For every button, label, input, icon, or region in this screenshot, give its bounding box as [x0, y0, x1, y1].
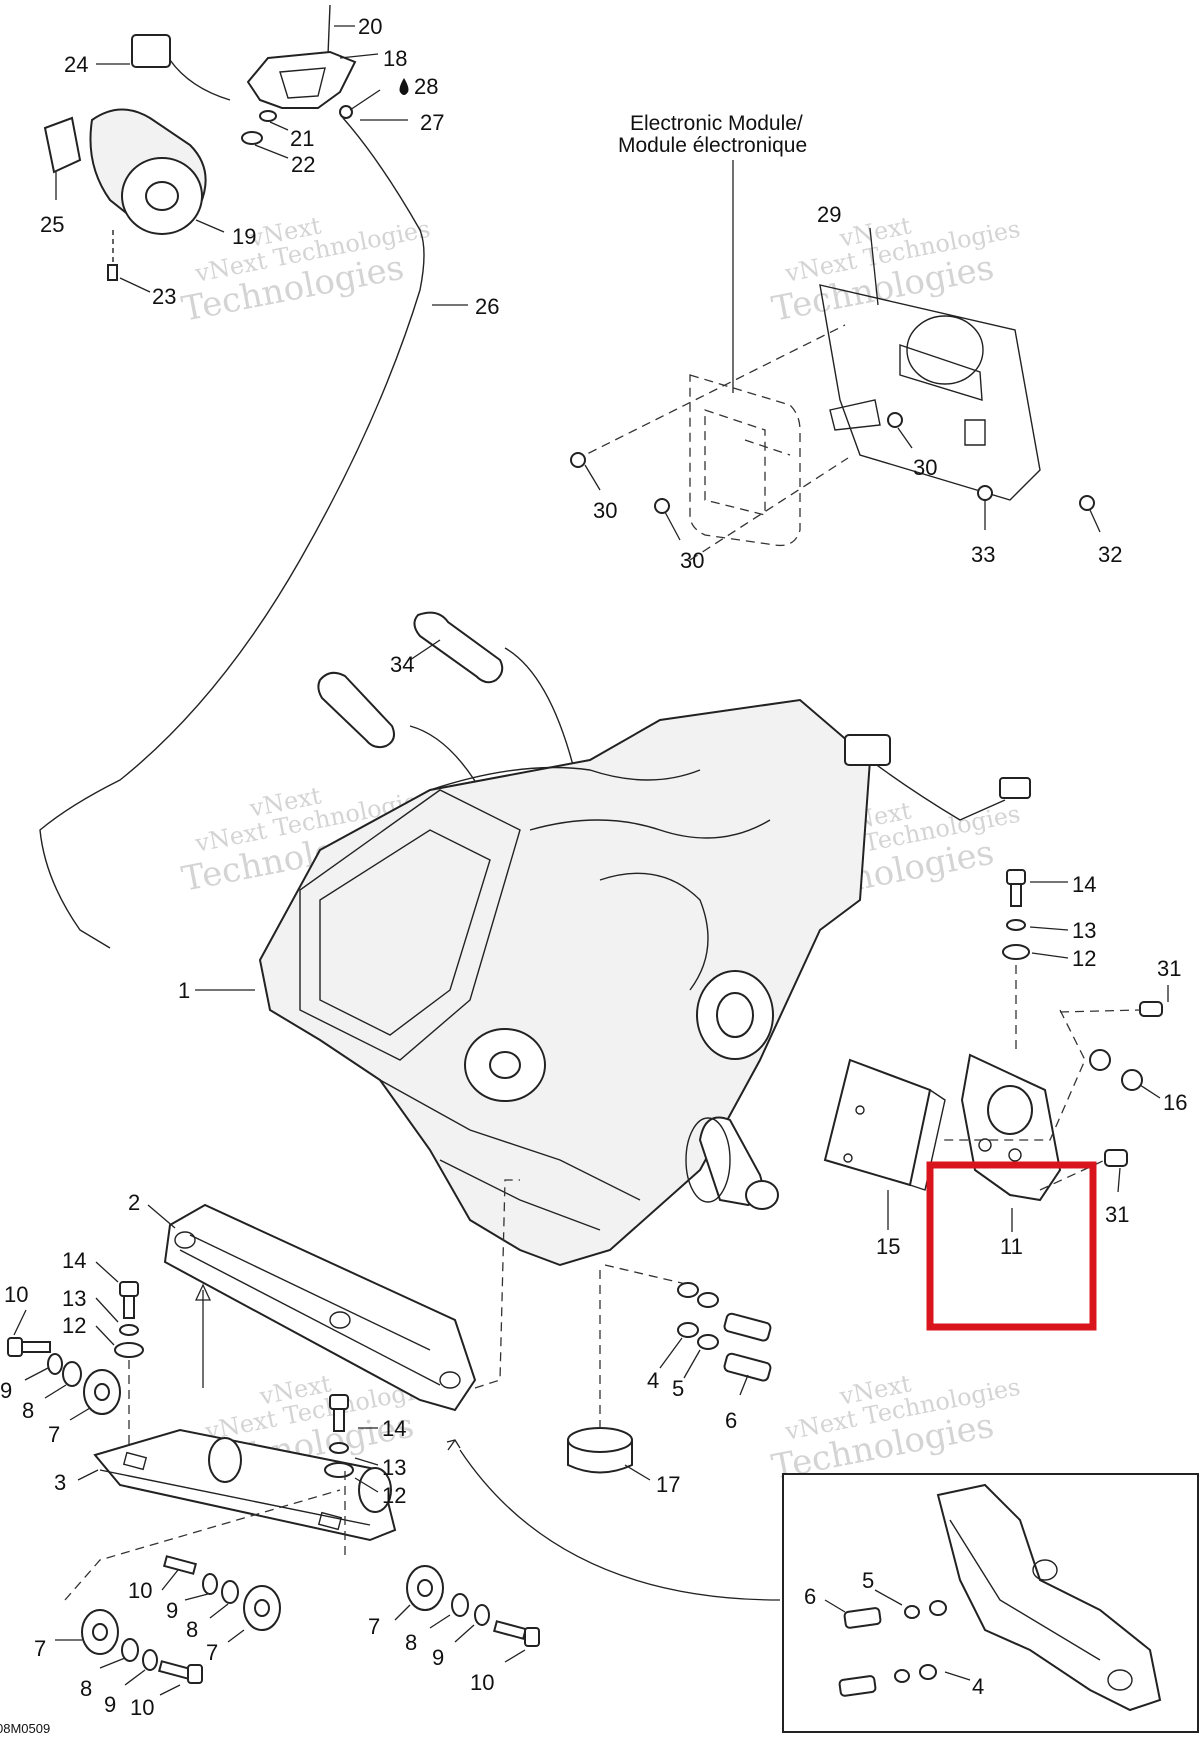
- callout-c10b: 10: [128, 1578, 152, 1603]
- leader-lines: [13, 25, 1169, 1696]
- callout-c8c: 8: [405, 1630, 417, 1655]
- callout-c15: 15: [876, 1234, 900, 1259]
- electronic-module-group: Electronic Module/ Module électronique: [570, 112, 1095, 561]
- callout-c5b: 5: [862, 1568, 874, 1593]
- callout-c8a: 8: [22, 1398, 34, 1423]
- callout-c13b: 13: [62, 1286, 86, 1311]
- callout-c7d: 7: [368, 1614, 380, 1639]
- callout-c12c: 12: [382, 1483, 406, 1508]
- callout-c21: 21: [290, 126, 314, 151]
- callout-c24: 24: [64, 52, 88, 77]
- callout-c28: 28: [414, 74, 438, 99]
- callout-c8d: 8: [80, 1676, 92, 1701]
- callout-c1: 1: [178, 978, 190, 1003]
- module-title-line1: Electronic Module/: [630, 112, 803, 135]
- callout-c12b: 12: [62, 1313, 86, 1338]
- callout-c19: 19: [232, 224, 256, 249]
- callout-c5a: 5: [672, 1376, 684, 1401]
- callout-c32: 32: [1098, 542, 1122, 567]
- oil-drop-icon: [399, 78, 409, 95]
- callout-c13c: 13: [382, 1455, 406, 1480]
- callout-c9d: 9: [104, 1692, 116, 1717]
- callout-c9c: 9: [432, 1645, 444, 1670]
- callout-c10a: 10: [4, 1282, 28, 1307]
- callout-c30b: 30: [913, 455, 937, 480]
- throttle-sensor-group: [39, 4, 425, 949]
- callout-c11: 11: [1000, 1234, 1023, 1259]
- callout-c10d: 10: [130, 1695, 154, 1720]
- callout-c12a: 12: [1072, 946, 1096, 971]
- callout-c33: 33: [971, 542, 995, 567]
- callout-c17: 17: [656, 1472, 680, 1497]
- drawing-code: 08M0509: [0, 1721, 50, 1736]
- callout-c4a: 4: [647, 1368, 659, 1393]
- callout-c22: 22: [291, 152, 315, 177]
- callout-c16: 16: [1163, 1090, 1187, 1115]
- callout-c6b: 6: [804, 1584, 816, 1609]
- callout-c27: 27: [420, 110, 444, 135]
- callout-c10c: 10: [470, 1670, 494, 1695]
- callout-c14c: 14: [382, 1416, 406, 1441]
- right-mount-group: [823, 869, 1163, 1331]
- callout-c23: 23: [152, 284, 176, 309]
- callout-c7b: 7: [34, 1636, 46, 1661]
- callout-c26: 26: [475, 294, 499, 319]
- callout-c20: 20: [358, 14, 382, 39]
- callout-c2: 2: [128, 1190, 140, 1215]
- callout-c13a: 13: [1072, 918, 1096, 943]
- callout-c4b: 4: [972, 1674, 984, 1699]
- highlight-box: [926, 1161, 1097, 1331]
- module-title-line2: Module électronique: [618, 134, 807, 157]
- callout-c14a: 14: [1072, 872, 1096, 897]
- callout-c25: 25: [40, 212, 64, 237]
- callout-c6a: 6: [725, 1408, 737, 1433]
- left-mount-hardware: [7, 1281, 540, 1684]
- callout-c9b: 9: [166, 1598, 178, 1623]
- callout-c8b: 8: [186, 1617, 198, 1642]
- callout-c14b: 14: [62, 1248, 86, 1273]
- callout-c34: 34: [390, 652, 414, 677]
- callout-c30c: 30: [680, 548, 704, 573]
- callout-c31a: 31: [1157, 956, 1181, 981]
- callout-c31b: 31: [1105, 1202, 1129, 1227]
- callout-c7a: 7: [48, 1422, 60, 1447]
- callout-c7c: 7: [206, 1640, 218, 1665]
- inset-detail: [459, 1449, 1199, 1733]
- front-mount-group: [163, 1179, 520, 1451]
- callout-c29: 29: [817, 202, 841, 227]
- lower-fasteners-group: [567, 1264, 772, 1474]
- engine-group: [258, 611, 1031, 1267]
- callout-c18: 18: [383, 46, 407, 71]
- callout-c30a: 30: [593, 498, 617, 523]
- callout-c9a: 9: [0, 1378, 12, 1403]
- callout-c3: 3: [54, 1470, 66, 1495]
